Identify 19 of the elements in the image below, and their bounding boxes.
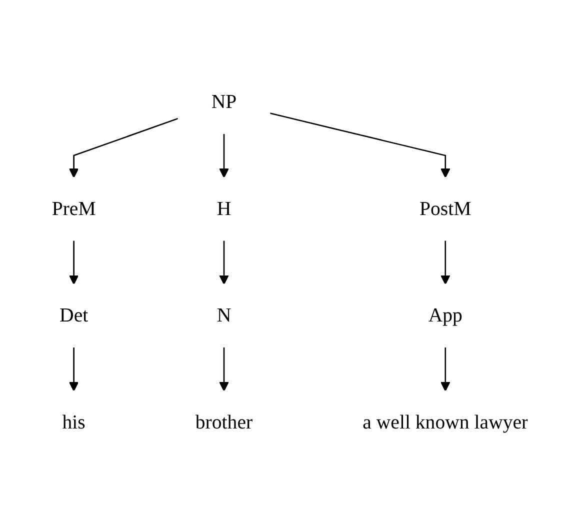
- arrow: [68, 240, 78, 285]
- arrow: [440, 240, 450, 285]
- arrow: [440, 347, 450, 392]
- arrow: [218, 134, 228, 178]
- node-text: his: [62, 411, 85, 434]
- node-text: a well known lawyer: [362, 411, 528, 434]
- node-text: PreM: [51, 198, 96, 220]
- node-text: NP: [210, 90, 236, 113]
- node-text: brother: [194, 411, 252, 434]
- arrow: [269, 112, 450, 178]
- node-text: App: [428, 304, 462, 326]
- arrow: [68, 347, 78, 392]
- arrow: [218, 347, 228, 392]
- node-text: Det: [59, 304, 88, 326]
- node-text: N: [216, 304, 231, 326]
- arrow: [68, 118, 178, 178]
- arrow: [218, 240, 228, 285]
- node-text: H: [216, 198, 231, 220]
- node-text: PostM: [419, 198, 471, 220]
